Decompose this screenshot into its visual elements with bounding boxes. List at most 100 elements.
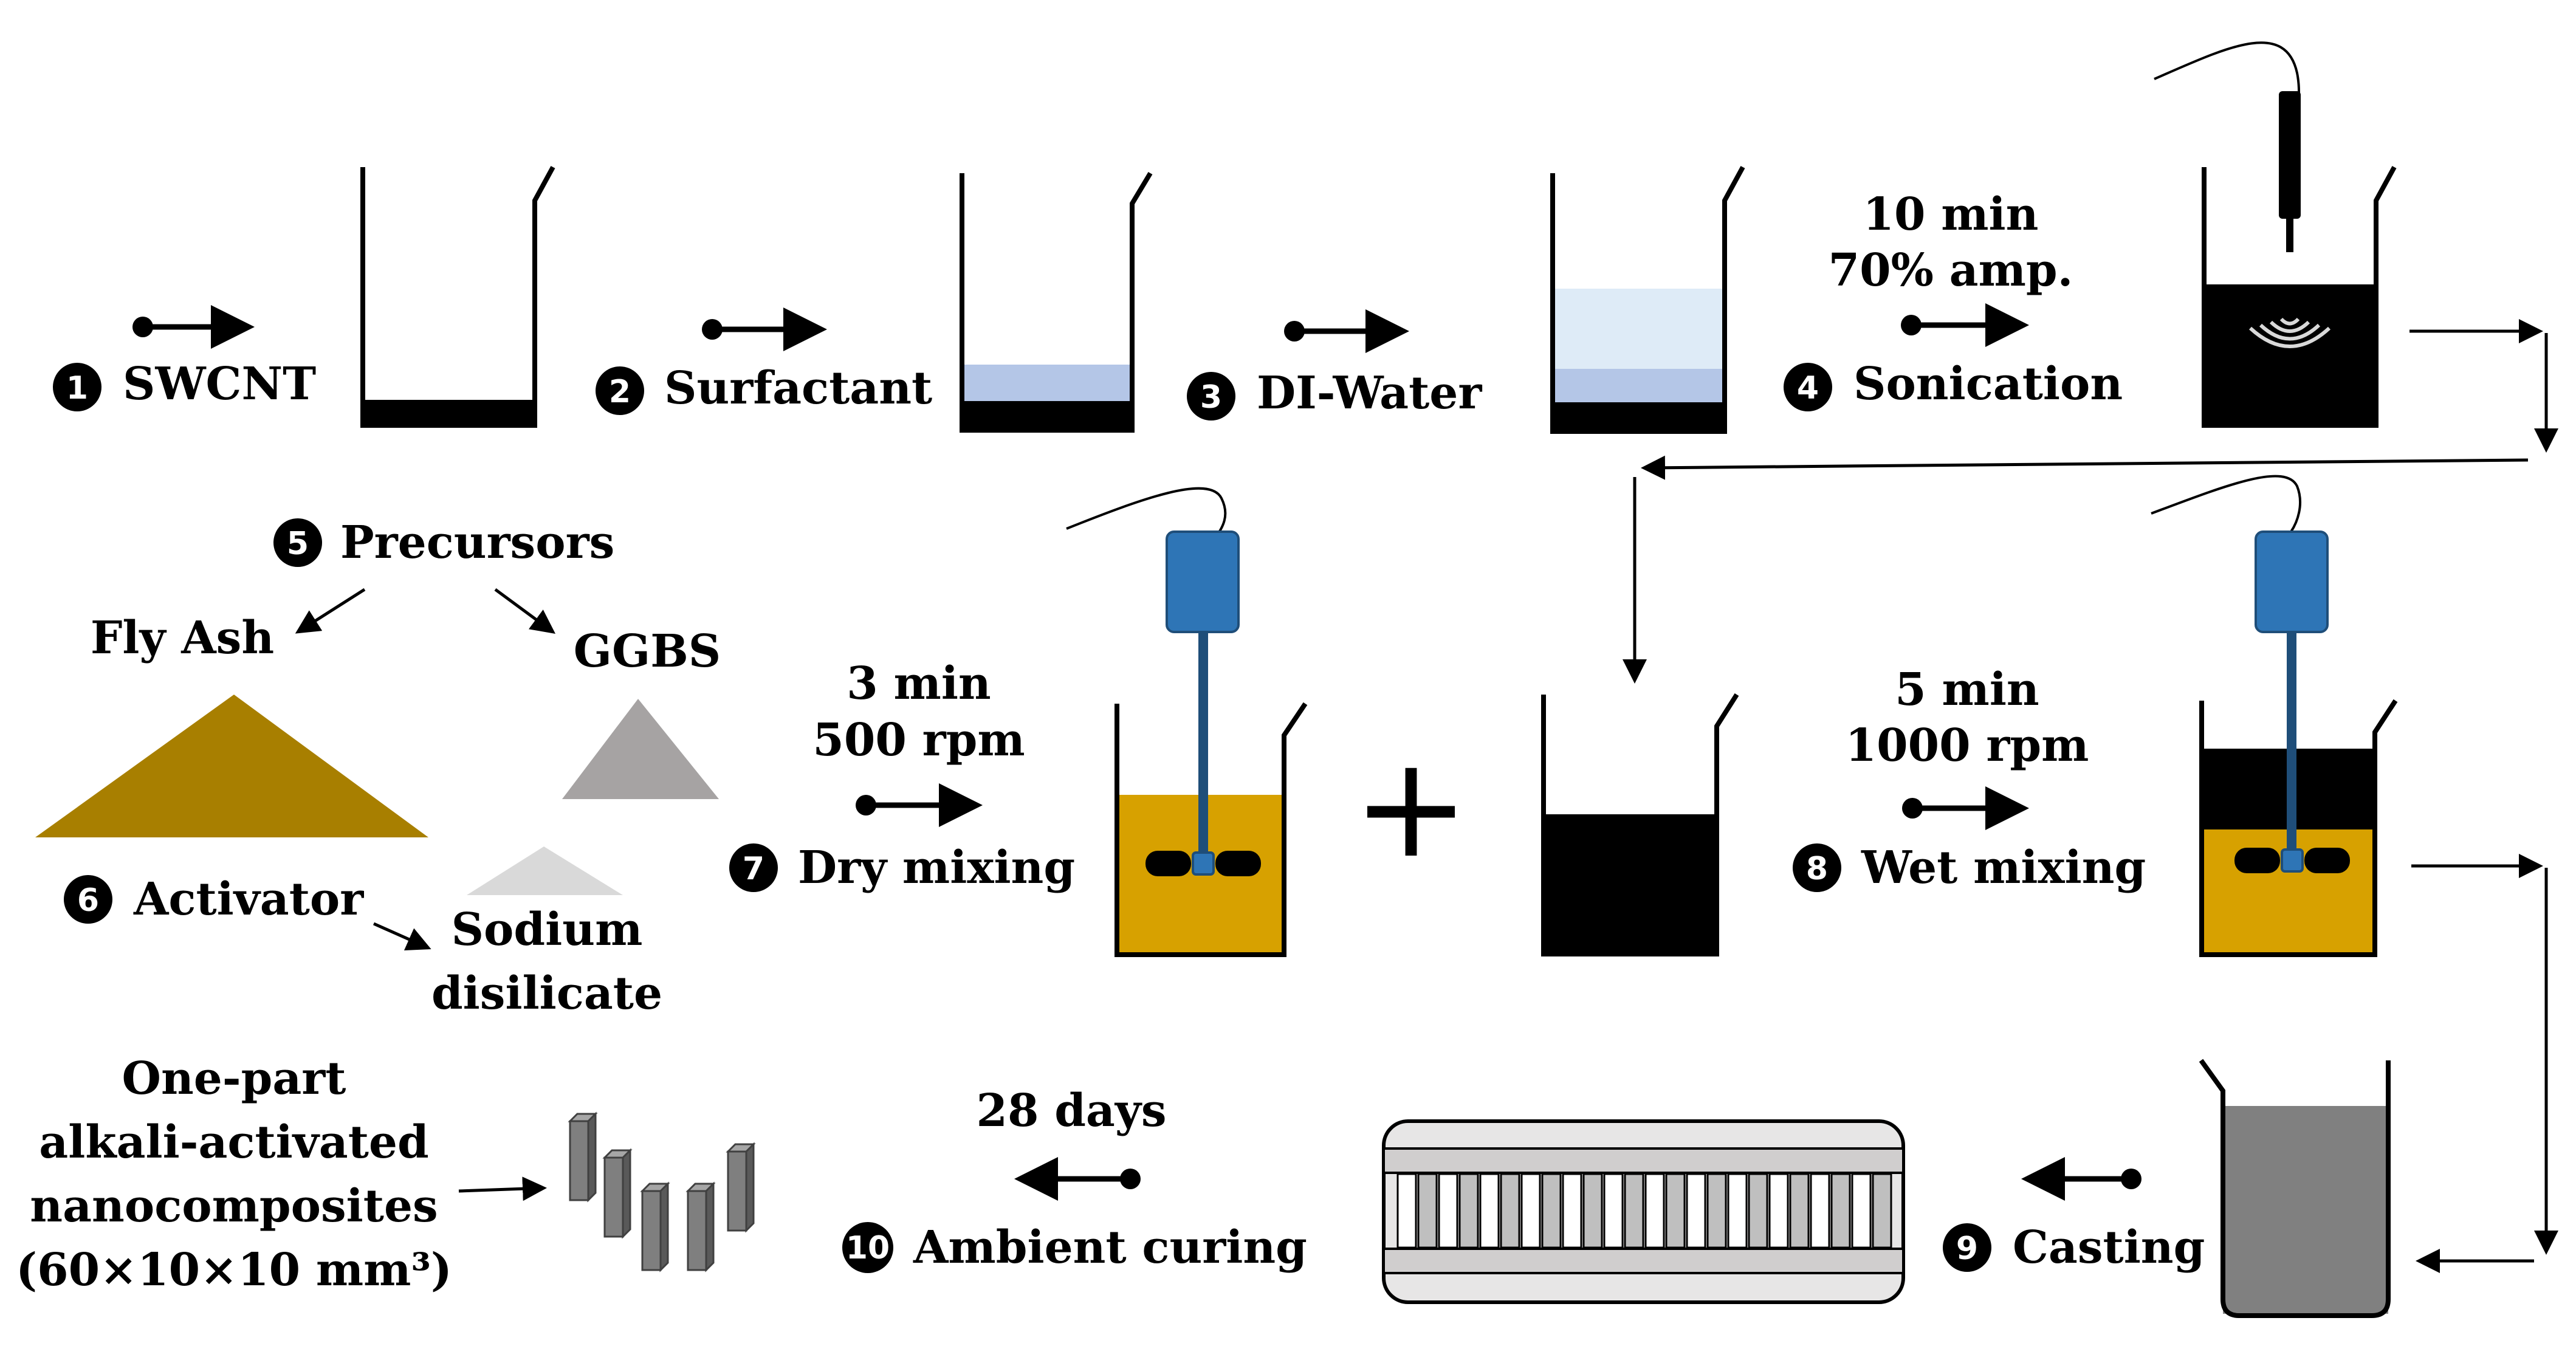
mould-slot (1396, 1173, 1417, 1249)
dot-arrow-start (1284, 321, 1305, 342)
wet-mixing-time: 5 min (1895, 664, 2039, 716)
ultrasonic-wave-icon (2248, 317, 2331, 348)
wet-mixing-speed: 1000 rpm (1846, 719, 2089, 772)
surfactant-layer (1553, 369, 1725, 402)
mould-slot (1479, 1173, 1500, 1249)
dry-mixing-time: 3 min (847, 658, 991, 710)
step-badge (1793, 843, 1841, 892)
ggbs-label: GGBS (574, 625, 721, 678)
specimen-prism (640, 1181, 670, 1272)
dot-arrow-start (1901, 315, 1922, 335)
mould-slot (1624, 1173, 1644, 1249)
mould-slot (1830, 1173, 1851, 1249)
mould-slot (1768, 1173, 1789, 1249)
mould-slot (1644, 1173, 1665, 1249)
sodium-label: Sodium (452, 904, 643, 956)
dot-arrow-start (856, 795, 876, 815)
mould-slot (1748, 1173, 1768, 1249)
mixer-shaft (2287, 632, 2296, 863)
step-badge (1784, 363, 1832, 411)
sonication-amplitude: 70% amp. (1829, 244, 2073, 297)
mould-slot (1665, 1173, 1686, 1249)
water-layer (1553, 289, 1725, 369)
dispersion-fill (1544, 814, 1717, 954)
step-label: Ambient curing (913, 1221, 1307, 1274)
dot-arrow-start (132, 317, 153, 337)
step-number: 2 (609, 374, 631, 410)
step-badge (842, 1222, 893, 1273)
step-7-dry-mixing: 3 min 500 rpm 7 Dry mixing (729, 658, 1075, 894)
curing-duration: 28 days (976, 1085, 1166, 1137)
step-number: 4 (1797, 370, 1819, 407)
step-number: 8 (1806, 851, 1828, 887)
step-10-ambient-curing: 28 days 10 Ambient curing (842, 1085, 1307, 1274)
step-number: 6 (77, 882, 99, 919)
beaker-di-water (1550, 166, 1745, 434)
beaker-sonication (2154, 41, 2397, 428)
dispersion-layer (2204, 284, 2376, 425)
specimen-prism (685, 1181, 716, 1272)
impeller-blade-left (2234, 848, 2280, 873)
step-number: 7 (743, 851, 764, 887)
impeller-hub (2281, 848, 2304, 873)
mould-slot (1562, 1173, 1582, 1249)
mould-slot (1500, 1173, 1520, 1249)
specimen-prism (568, 1111, 598, 1203)
mould-slot (1810, 1173, 1830, 1249)
step-label: SWCNT (123, 358, 316, 410)
dry-mixing-speed: 500 rpm (812, 714, 1025, 766)
mould-slot (1872, 1173, 1892, 1249)
mixer-cable (2151, 475, 2302, 533)
sodium-disilicate-pile (467, 846, 623, 895)
step-3-di-water: 3 DI-Water (1187, 309, 1482, 421)
sonication-probe-tip (2286, 216, 2293, 252)
step-label: Activator (133, 873, 364, 925)
dot-arrow-start (1902, 798, 1923, 819)
ggbs-pile (562, 699, 719, 799)
step-label: DI-Water (1257, 367, 1482, 419)
step-badge (596, 366, 644, 415)
step-4-sonication: 10 min 70% amp. 4 Sonication (1784, 188, 2123, 411)
fly-ash-label: Fly Ash (91, 612, 274, 664)
mixer-cable (1066, 487, 1227, 539)
mould-top-bar (1382, 1147, 1905, 1174)
beaker-swcnt (360, 166, 555, 428)
impeller-blade-right (1215, 851, 1261, 876)
product-line-2: alkali-activated (39, 1116, 428, 1169)
mould-slot (1541, 1173, 1562, 1249)
step-badge (53, 363, 101, 411)
mould-slot (1438, 1173, 1458, 1249)
step-badge (729, 843, 778, 892)
mixer-head (2255, 531, 2329, 633)
step-label: Dry mixing (798, 842, 1075, 894)
impeller-hub (1192, 851, 1215, 876)
product-line-3: nanocomposites (30, 1180, 438, 1232)
step-1-swcnt: 1 SWCNT (53, 305, 316, 411)
step-9-casting: 9 Casting (1943, 1157, 2205, 1274)
sonication-probe-body (2279, 91, 2301, 219)
step-label: Wet mixing (1861, 842, 2146, 894)
step-badge (1187, 372, 1235, 421)
specimen-mould (1382, 1119, 1905, 1304)
mould-slot (1686, 1173, 1706, 1249)
cured-specimens (568, 1111, 756, 1272)
impeller-blade-right (2304, 848, 2350, 873)
product-line-4: (60×10×10 mm³) (16, 1244, 452, 1296)
product-label: One-part alkali-activated nanocomposites… (16, 1052, 452, 1296)
mould-slot (1851, 1173, 1872, 1249)
beaker-casting (2199, 1059, 2391, 1318)
step-number: 9 (1956, 1231, 1978, 1267)
arrow-to-specimens (458, 1176, 547, 1201)
swcnt-layer (962, 401, 1132, 430)
plus-sign: + (1353, 727, 1470, 889)
step-badge (64, 875, 112, 924)
step-label: Sonication (1853, 358, 2123, 410)
mould-slot (1603, 1173, 1624, 1249)
step-label: Surfactant (664, 362, 932, 414)
beaker-wet-mixing (2151, 475, 2398, 957)
swcnt-layer (1553, 402, 1725, 431)
dot-arrow-start (702, 319, 723, 340)
step-5-precursors: 5 Precursors Fly Ash GGBS (35, 517, 721, 895)
mould-slot (1582, 1173, 1603, 1249)
